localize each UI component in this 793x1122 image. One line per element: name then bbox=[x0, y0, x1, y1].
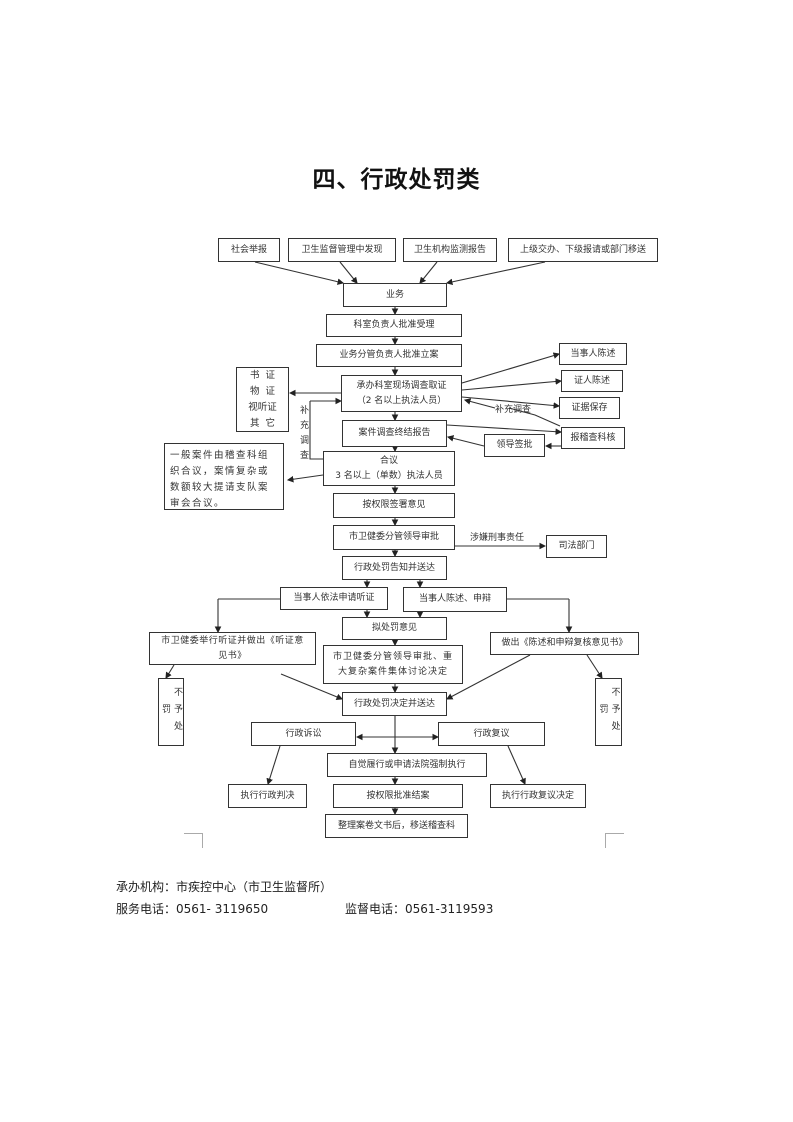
box-reconsideration: 行政复议 bbox=[438, 722, 545, 746]
box-evidence-preservation: 证据保存 bbox=[559, 397, 620, 419]
corner-mark-left bbox=[184, 833, 203, 848]
box-proposed-penalty: 拟处罚意见 bbox=[342, 617, 447, 640]
label-supplement-investigation: 补充调查 bbox=[495, 405, 532, 415]
box-party-statement: 当事人陈述 bbox=[559, 343, 627, 365]
box-review-result: 做出《陈述和申辩复核意见书》 bbox=[490, 632, 639, 655]
arrow-source-2 bbox=[339, 261, 358, 284]
footer-supervise-line: 监督电话：0561-3119593 bbox=[345, 900, 493, 917]
box-lawsuit: 行政诉讼 bbox=[251, 722, 356, 746]
footer-org-value: 市疾控中心（市卫生监督所） bbox=[176, 880, 333, 894]
footer-phone-line: 服务电话：0561- 3119650 bbox=[116, 900, 268, 917]
box-close-case: 按权限批准结案 bbox=[333, 784, 463, 808]
box-hearing-result: 市卫健委举行听证并做出《听证意见书》 bbox=[149, 632, 316, 665]
box-audit-review: 报稽查科核 bbox=[561, 427, 625, 449]
footer-service-label: 服务电话： bbox=[116, 902, 177, 916]
source-public-report: 社会举报 bbox=[218, 238, 280, 262]
label-supplement-vertical: 补充调查 bbox=[298, 405, 308, 465]
source-monitoring-report: 卫生机构监测报告 bbox=[403, 238, 497, 262]
footer-org-label: 承办机构： bbox=[116, 880, 177, 894]
box-meeting-note: 一般案件由稽查科组织合议，案情复杂或数额较大提请支队案审会合议。 bbox=[164, 443, 284, 510]
footer-org-line: 承办机构：市疾控中心（市卫生监督所） bbox=[116, 878, 332, 895]
arrow-source-4 bbox=[445, 261, 546, 286]
corner-mark-right bbox=[605, 833, 624, 848]
box-exec-judgment: 执行行政判决 bbox=[228, 784, 307, 808]
source-referral: 上级交办、下级报请或部门移送 bbox=[508, 238, 658, 262]
box-no-penalty-left: 不予处罚 bbox=[158, 678, 184, 746]
footer-supervise-phone: 0561-3119593 bbox=[405, 902, 494, 916]
box-judicial-dept: 司法部门 bbox=[546, 535, 607, 558]
box-archive: 整理案卷文书后，移送稽查科 bbox=[325, 814, 468, 838]
box-no-penalty-right: 不予处罚 bbox=[595, 678, 622, 746]
box-sign-opinion: 按权限签署意见 bbox=[333, 493, 455, 518]
footer-supervise-label: 监督电话： bbox=[345, 902, 406, 916]
box-major-decision: 市卫健委分管领导审批、重大复杂案件集体讨论决定 bbox=[323, 645, 463, 684]
box-statement-defense: 当事人陈述、申辩 bbox=[403, 587, 507, 612]
box-decision-deliver: 行政处罚决定并送达 bbox=[342, 692, 447, 716]
box-dept-accept: 科室负责人批准受理 bbox=[326, 314, 462, 337]
box-approve-case: 业务分管负责人批准立案 bbox=[316, 344, 462, 367]
box-leader-approve: 市卫健委分管领导审批 bbox=[333, 525, 455, 550]
box-investigate: 承办科室现场调查取证 （2 名以上执法人员） bbox=[341, 375, 462, 412]
box-apply-hearing: 当事人依法申请听证 bbox=[280, 587, 388, 610]
footer-service-phone: 0561- 3119650 bbox=[176, 902, 269, 916]
box-meeting: 合议 3 名以上（单数）执法人员 bbox=[323, 451, 455, 486]
source-supervision-finding: 卫生监督管理中发现 bbox=[288, 238, 396, 262]
label-criminal-liability: 涉嫌刑事责任 bbox=[470, 533, 525, 543]
page-title: 四、行政处罚类 bbox=[312, 166, 481, 193]
box-final-report: 案件调查终结报告 bbox=[342, 420, 447, 447]
box-witness-statement: 证人陈述 bbox=[561, 370, 623, 392]
box-notify: 行政处罚告知并送达 bbox=[342, 556, 447, 580]
arrow-source-1 bbox=[254, 261, 345, 285]
box-business: 业务 bbox=[343, 283, 447, 307]
box-leader-sign: 领导签批 bbox=[484, 434, 545, 457]
arrow-source-3 bbox=[419, 261, 438, 284]
box-exec-reconsideration: 执行行政复议决定 bbox=[490, 784, 586, 808]
box-evidence-types: 书 证 物 证 视听证 其 它 bbox=[236, 367, 289, 432]
box-execute: 自觉履行或申请法院强制执行 bbox=[327, 753, 487, 777]
